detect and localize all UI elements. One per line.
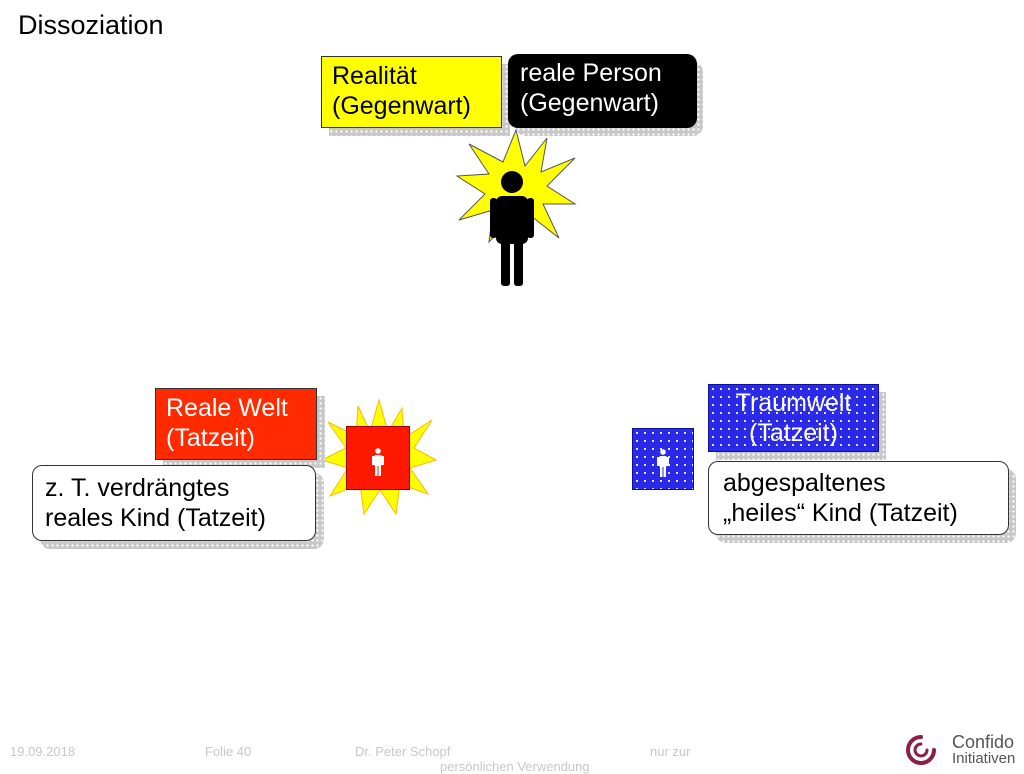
footer-date: 19.09.2018: [10, 744, 76, 759]
logo-line2: Initiativen: [952, 750, 1016, 767]
logo-text: Confido Initiativen: [952, 733, 1015, 767]
reality-sublabel: (Gegenwart): [332, 92, 471, 120]
dream-world-box: Traumwelt (Tatzeit): [708, 384, 879, 452]
repressed-child-sublabel: reales Kind (Tatzeit): [45, 504, 266, 532]
page-title: Dissoziation: [18, 10, 164, 40]
real-person-label: reale Person: [520, 59, 662, 87]
repressed-child-box: z. T. verdrängtes reales Kind (Tatzeit): [32, 465, 316, 541]
dream-world-sublabel: (Tatzeit): [749, 419, 838, 447]
footer-author: Dr. Peter Schopf: [355, 744, 451, 759]
person-icon: [372, 448, 384, 476]
footer-note-line2: persönlichen Verwendung: [440, 759, 590, 774]
reality-box: Realität (Gegenwart): [321, 56, 502, 128]
real-world-label: Reale Welt: [166, 394, 288, 422]
logo-icon: [906, 735, 936, 765]
real-person-box: reale Person (Gegenwart): [508, 54, 697, 128]
dream-world-label: Traumwelt: [735, 389, 852, 417]
person-icon: [490, 171, 534, 286]
split-child-box: abgespaltenes „heiles“ Kind (Tatzeit): [708, 461, 1009, 535]
reality-label: Realität: [332, 62, 417, 90]
real-world-sublabel: (Tatzeit): [166, 424, 255, 452]
footer-note: nur zur: [650, 744, 691, 759]
real-person-sublabel: (Gegenwart): [520, 89, 659, 117]
split-child-label: abgespaltenes: [723, 469, 886, 497]
person-icon: [657, 449, 669, 477]
real-world-box: Reale Welt (Tatzeit): [155, 388, 317, 460]
footer-slide-number: Folie 40: [205, 744, 252, 759]
repressed-child-label: z. T. verdrängtes: [45, 474, 230, 502]
logo-line1: Confido: [952, 732, 1015, 752]
split-child-sublabel: „heiles“ Kind (Tatzeit): [723, 499, 958, 527]
